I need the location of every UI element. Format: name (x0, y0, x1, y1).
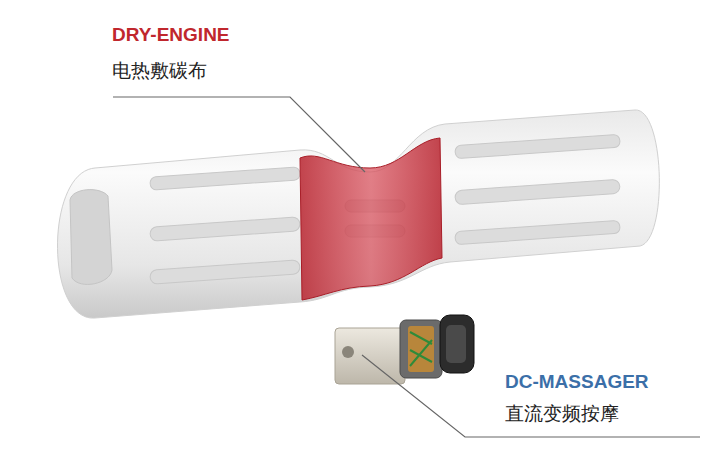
leader-line (113, 97, 365, 172)
leader-line (362, 355, 700, 437)
part-name: DC-MASSAGER (505, 371, 649, 393)
part-name: DRY-ENGINE (112, 24, 230, 46)
part-description: 电热敷碳布 (112, 58, 207, 84)
part-description: 直流变频按摩 (505, 401, 619, 427)
